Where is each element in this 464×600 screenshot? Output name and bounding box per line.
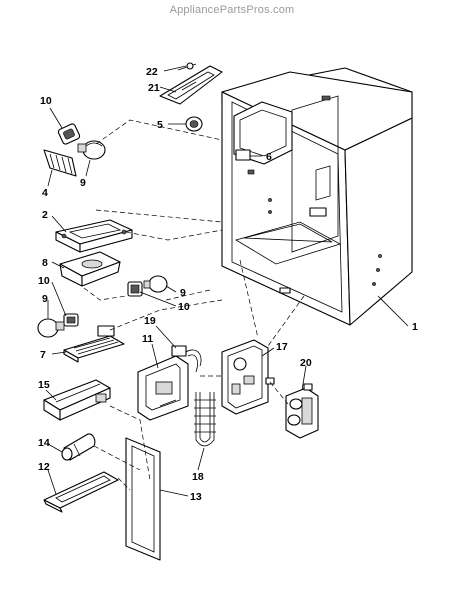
callout-7: 7 (40, 349, 46, 361)
callout-11: 11 (142, 333, 153, 345)
part-12-filter-door (43, 471, 119, 513)
callout-22: 22 (146, 66, 158, 78)
part-9-bulb-mid (143, 275, 168, 293)
watermark: AppliancePartsPros.com (169, 4, 295, 16)
callout-14: 14 (38, 437, 50, 449)
part-5-ring (185, 116, 203, 132)
part-19-wire-harness (171, 345, 202, 373)
callout-10-top: 10 (40, 95, 52, 107)
part-10-socket-top (57, 123, 81, 145)
callout-19: 19 (144, 315, 156, 327)
part-8-dispenser-housing (59, 251, 121, 287)
part-9-bulb-left (37, 318, 65, 338)
callout-9-right: 9 (180, 287, 186, 299)
callout-15: 15 (38, 379, 50, 391)
callout-labels: 22 21 10 5 6 4 9 2 8 10 9 9 10 7 1 19 11… (38, 66, 418, 503)
callout-10-left: 10 (38, 275, 50, 287)
part-15-filter-housing (43, 379, 111, 421)
assembly-lines (83, 119, 305, 491)
callout-20: 20 (300, 357, 312, 369)
callout-17: 17 (276, 341, 288, 353)
part-20-water-valve (285, 383, 319, 439)
callout-12: 12 (38, 461, 50, 473)
part-7-lens (63, 325, 125, 363)
part-1-liner (221, 67, 413, 326)
part-13-gasket (125, 437, 161, 561)
callout-9-top: 9 (80, 177, 86, 189)
part-2-housing (55, 219, 133, 253)
part-17-control-module (221, 339, 275, 415)
part-14-filter (61, 433, 96, 461)
callout-10-right: 10 (178, 301, 190, 313)
part-6-clip (235, 149, 251, 161)
callout-13: 13 (190, 491, 202, 503)
air-duct (233, 101, 293, 165)
callout-9-left: 9 (42, 293, 48, 305)
callout-18: 18 (192, 471, 204, 483)
callout-4: 4 (42, 187, 48, 199)
part-9-bulb-top (77, 140, 106, 160)
part-18-heater (194, 392, 216, 447)
part-11-bracket (137, 355, 189, 421)
part-22-screw (177, 62, 197, 71)
part-21-bracket (159, 65, 223, 105)
callout-2: 2 (42, 209, 48, 221)
callout-1: 1 (412, 321, 418, 333)
callout-21: 21 (148, 82, 160, 94)
part-10-socket-left (63, 313, 79, 327)
part-4-lamp-cover (43, 149, 77, 177)
callout-6: 6 (266, 151, 272, 163)
leader-lines (45, 65, 409, 497)
callout-5: 5 (157, 119, 163, 131)
callout-8: 8 (42, 257, 48, 269)
part-10-socket-mid (127, 281, 143, 297)
